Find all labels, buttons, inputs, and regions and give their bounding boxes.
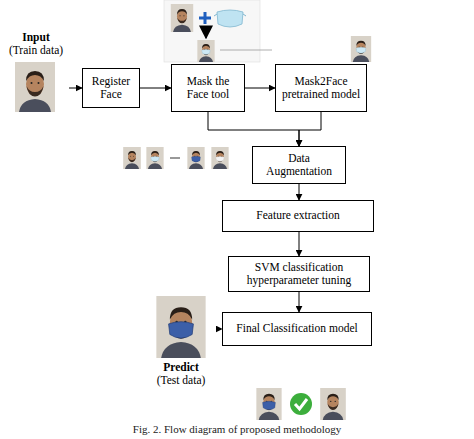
input-photo <box>15 62 55 112</box>
process-box: Final Classification model <box>222 312 372 346</box>
node-label: Mask2Face pretrained model <box>279 75 363 101</box>
output-photo <box>320 388 346 420</box>
plus-symbol <box>199 12 211 24</box>
flow-arrow <box>208 112 299 146</box>
aug-photo <box>211 147 229 169</box>
ellipsis-dash <box>170 158 180 159</box>
check-symbol <box>290 393 312 415</box>
down-arrow <box>205 29 207 38</box>
test-input-node: Predict(Test data) <box>140 296 222 388</box>
illustration-panel <box>164 0 260 62</box>
flow-arrow <box>140 88 171 89</box>
flow-arrow <box>245 88 275 89</box>
node-label: Input <box>22 31 50 44</box>
process-box: Mask the Face tool <box>171 64 245 112</box>
node-label: Final Classification model <box>236 322 357 335</box>
process-box: Data Augmentation <box>252 146 346 184</box>
node-label: (Test data) <box>157 374 206 387</box>
input-node: Input(Train data) <box>3 30 69 114</box>
node-label: (Train data) <box>9 44 63 57</box>
flow-arrow <box>299 184 300 200</box>
process-box: SVM classification hyperparameter tuning <box>228 256 370 292</box>
process-box: Mask2Face pretrained model <box>275 64 367 112</box>
masked-face-photo <box>351 36 372 62</box>
process-box: Feature extraction <box>222 200 374 232</box>
flow-arrow <box>299 112 321 146</box>
node-label: Register Face <box>86 75 136 101</box>
face-photo <box>171 4 193 32</box>
mask-image <box>214 10 246 27</box>
flow-arrow <box>69 88 82 89</box>
node-label: Mask the Face tool <box>175 75 241 101</box>
aug-photo <box>123 147 141 169</box>
flow-arrow <box>299 232 300 256</box>
node-label: Feature extraction <box>256 209 339 222</box>
aug-photo <box>187 147 205 169</box>
output-photo <box>256 388 282 420</box>
test-photo <box>156 296 206 358</box>
node-label: Data Augmentation <box>256 152 342 178</box>
flow-arrow <box>299 292 300 312</box>
aug-photo <box>146 147 164 169</box>
figure-caption: Fig. 2. Flow diagram of proposed methodo… <box>0 423 474 435</box>
node-label: SVM classification hyperparameter tuning <box>232 261 366 287</box>
node-label: Predict <box>163 361 199 374</box>
process-box: Register Face <box>82 68 140 108</box>
masked-face-photo <box>197 40 215 62</box>
leader-line <box>220 50 272 51</box>
